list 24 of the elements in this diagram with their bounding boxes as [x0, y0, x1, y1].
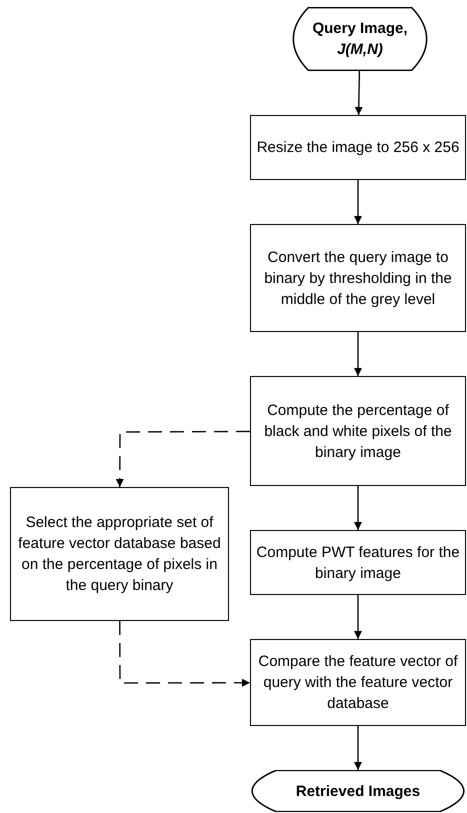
dashed-arrow — [116, 430, 250, 487]
arrow — [354, 486, 362, 530]
step-text: Compare the feature vector of query with the feature vector database — [257, 652, 459, 714]
arrow — [354, 332, 362, 376]
dashed-arrow — [119, 621, 250, 687]
step-text: Compute the percentage of black and white pixels of the binary image — [263, 400, 453, 462]
step-text: Query Image, J(M,N) — [311, 19, 409, 60]
process-box — [250, 224, 466, 332]
step-text: Retrieved Images — [296, 782, 420, 802]
process-box — [250, 115, 466, 180]
process-box — [250, 639, 466, 726]
step-text: Select the appropriate set of feature vector database based on the percentage of pixels in the query binary — [17, 513, 222, 596]
step-text: Resize the image to 256 x 256 — [256, 138, 460, 158]
step-text: Convert the query image to binary by thresholding in the middle of the grey level — [263, 248, 453, 310]
step-text: Compute PWT features for the binary image — [255, 542, 461, 584]
arrow — [354, 726, 362, 770]
arrow — [354, 180, 362, 224]
terminator-shape — [292, 7, 428, 71]
terminator-shape — [250, 770, 466, 812]
arrow — [354, 70, 363, 116]
process-box — [250, 530, 466, 595]
arrow — [354, 595, 362, 639]
process-box — [250, 376, 466, 486]
process-box — [10, 487, 229, 621]
